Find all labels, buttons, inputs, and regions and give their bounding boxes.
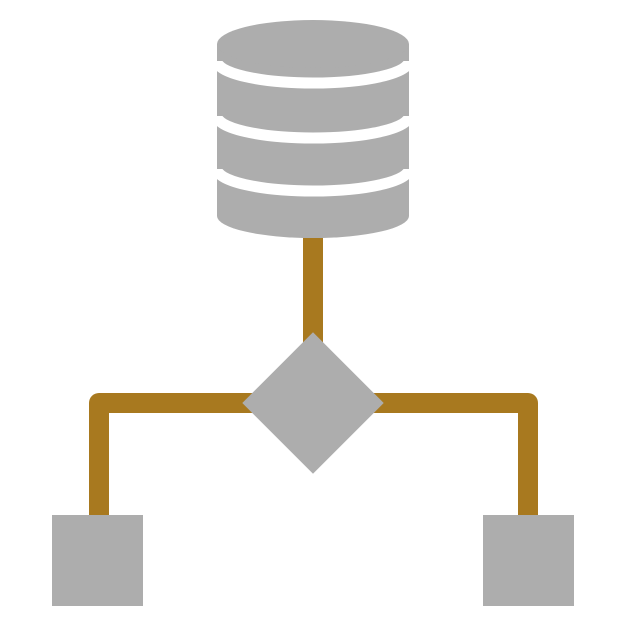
decision-to-right-output-connector	[372, 393, 538, 520]
database-lower-separator	[211, 168, 415, 197]
database-middle-separator	[211, 115, 415, 144]
database-top-ellipse	[217, 20, 409, 68]
left-output-square-icon	[52, 515, 143, 606]
connectors	[89, 235, 538, 520]
decision-to-left-output-connector	[89, 393, 255, 520]
database-icon	[211, 20, 415, 238]
database-top-separator	[211, 60, 415, 89]
decision-diamond-icon	[242, 332, 384, 474]
right-output-square-icon	[483, 515, 574, 606]
